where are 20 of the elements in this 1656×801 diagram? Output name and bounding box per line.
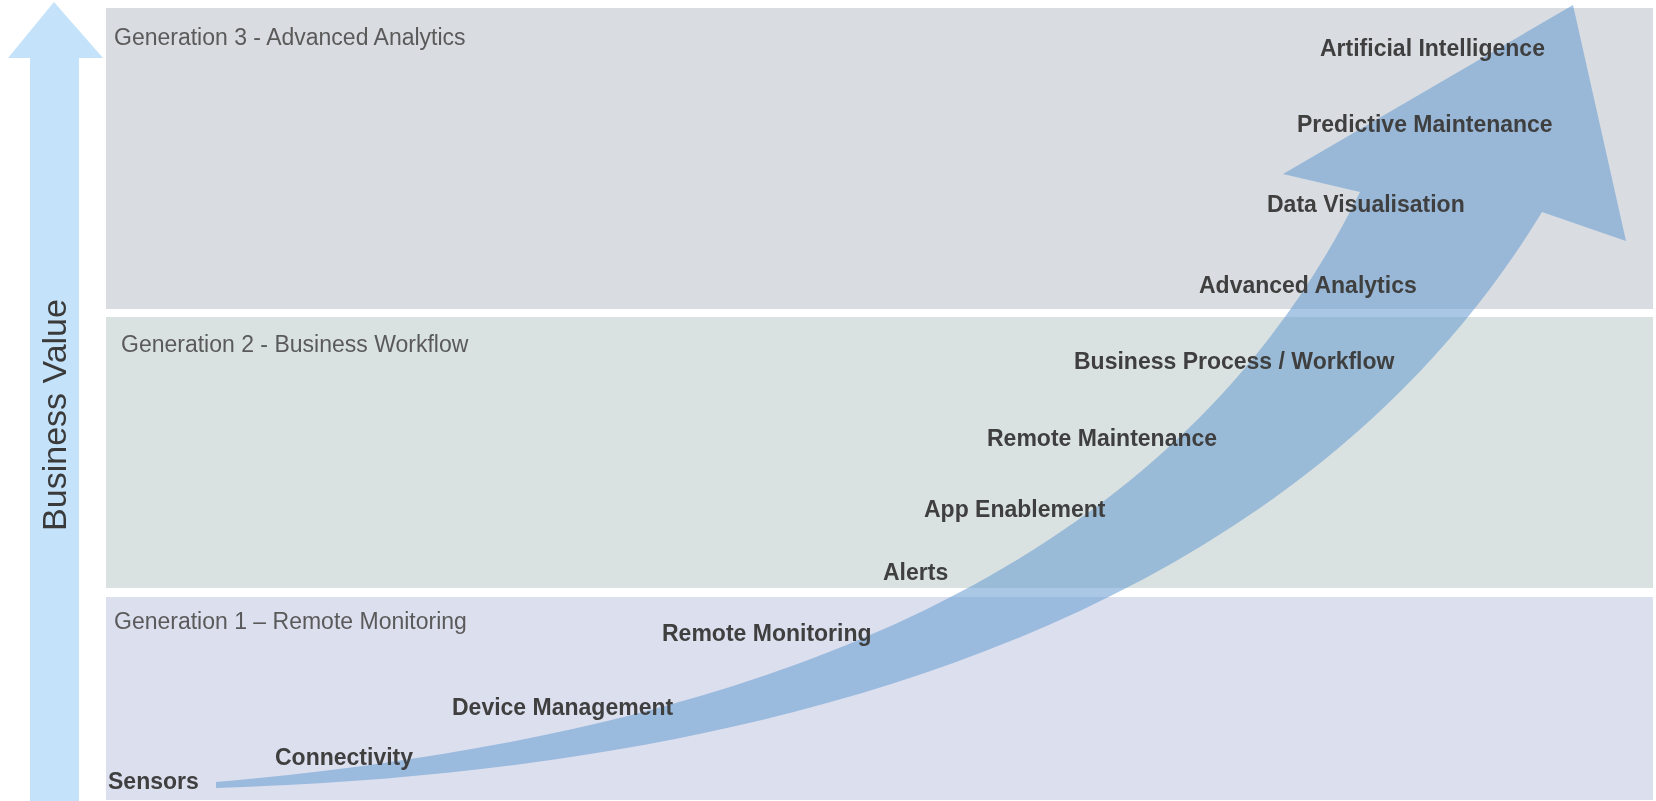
milestone-label: App Enablement [924, 495, 1106, 523]
milestone-label: Remote Monitoring [662, 619, 872, 647]
band-panel [106, 597, 1653, 800]
milestone-label: Device Management [452, 693, 674, 721]
milestone-label: Sensors [108, 767, 199, 795]
milestone-label: Data Visualisation [1267, 190, 1465, 218]
milestone-label: Alerts [883, 558, 949, 586]
band-heading: Generation 3 - Advanced Analytics [114, 23, 466, 51]
milestone-label: Advanced Analytics [1199, 271, 1417, 299]
milestone-label: Business Process / Workflow [1074, 347, 1395, 375]
milestone-label: Predictive Maintenance [1297, 110, 1553, 138]
axis-label: Business Value [34, 299, 74, 531]
band-heading: Generation 1 – Remote Monitoring [114, 607, 467, 635]
milestone-label: Remote Maintenance [987, 424, 1218, 452]
growth-arrow [216, 5, 1626, 788]
milestone-label: Connectivity [275, 743, 414, 771]
milestone-label: Artificial Intelligence [1320, 34, 1545, 62]
band-panel [106, 317, 1653, 588]
band-panel [106, 8, 1653, 309]
band-heading: Generation 2 - Business Workflow [121, 330, 469, 358]
